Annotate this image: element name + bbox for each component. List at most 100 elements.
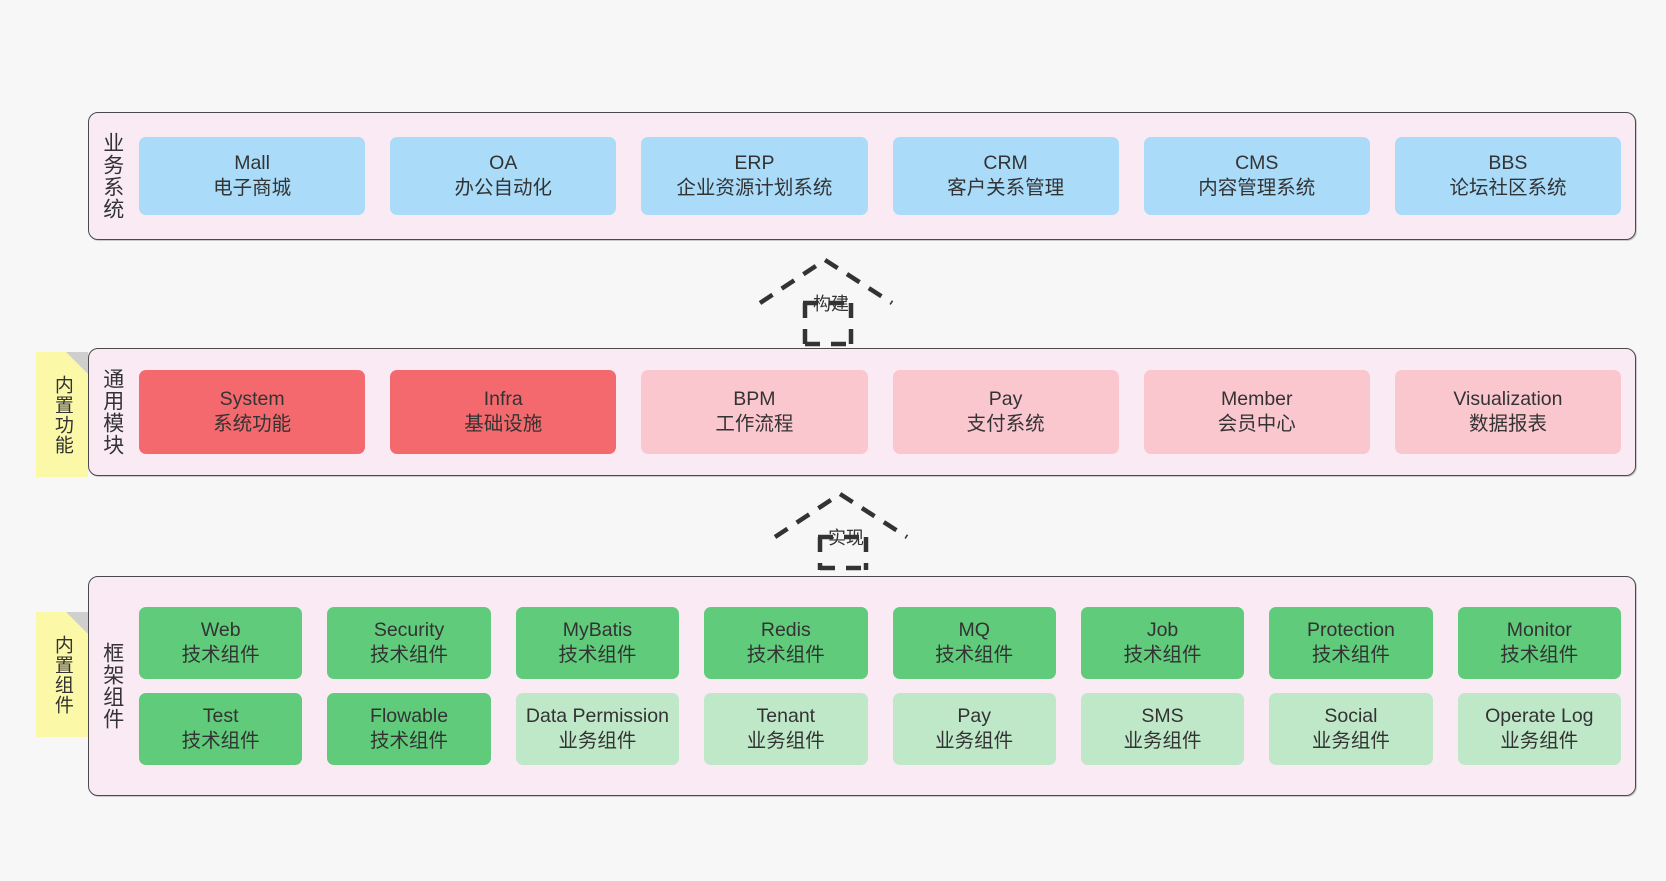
card-subtitle: 业务组件	[1123, 730, 1202, 752]
layer-common-modules-title: 通用模块	[100, 368, 124, 456]
card-subtitle: 会员中心	[1217, 413, 1296, 435]
card-title: CRM	[983, 152, 1028, 175]
card-title: Protection	[1307, 619, 1395, 642]
card-title: MyBatis	[562, 619, 633, 642]
card-redis[interactable]: Redis 技术组件	[704, 607, 868, 679]
card-subtitle: 基础设施	[464, 413, 543, 435]
card-pay-module[interactable]: Pay 支付系统	[892, 370, 1119, 454]
layer-business-systems: 业务系统 Mall 电子商城 OA 办公自动化 ERP 企业资源计划系统 CRM…	[88, 112, 1636, 240]
card-subtitle: 技术组件	[370, 730, 449, 752]
connector-build-label: 构建	[813, 294, 849, 314]
card-title: BBS	[1488, 152, 1528, 175]
card-title: Pay	[957, 705, 991, 728]
card-title: CMS	[1235, 152, 1279, 175]
card-title: Social	[1324, 705, 1378, 728]
card-subtitle: 电子商城	[213, 177, 292, 199]
layer-business-systems-body: Mall 电子商城 OA 办公自动化 ERP 企业资源计划系统 CRM 客户关系…	[135, 113, 1635, 239]
connector-build: 构建	[755, 256, 905, 348]
card-title: Infra	[483, 388, 523, 411]
layer-common-modules: 通用模块 System 系统功能 Infra 基础设施 BPM 工作流程 Pay…	[88, 348, 1636, 476]
card-member[interactable]: Member 会员中心	[1143, 370, 1370, 454]
card-mybatis[interactable]: MyBatis 技术组件	[515, 607, 680, 679]
card-visualization[interactable]: Visualization 数据报表	[1394, 370, 1622, 454]
card-title: Visualization	[1453, 388, 1563, 411]
card-web[interactable]: Web 技术组件	[139, 607, 303, 679]
card-title: Operate Log	[1485, 705, 1594, 728]
layer-framework-components-title: 框架组件	[100, 642, 124, 730]
card-subtitle: 业务组件	[746, 730, 825, 752]
card-title: MQ	[958, 619, 990, 642]
card-bbs[interactable]: BBS 论坛社区系统	[1394, 137, 1622, 215]
dashed-hollow-arrow-up-icon	[758, 257, 894, 347]
card-title: BPM	[733, 388, 776, 411]
card-title: System	[219, 388, 285, 411]
layer-framework-components: 框架组件 Web 技术组件 Security 技术组件 MyBatis 技术组件…	[88, 576, 1636, 796]
card-subtitle: 业务组件	[935, 730, 1014, 752]
card-mall[interactable]: Mall 电子商城	[139, 137, 366, 215]
card-sms[interactable]: SMS 业务组件	[1080, 693, 1245, 765]
card-operate-log[interactable]: Operate Log 业务组件	[1457, 693, 1621, 765]
card-row: System 系统功能 Infra 基础设施 BPM 工作流程 Pay 支付系统…	[139, 370, 1622, 454]
card-test[interactable]: Test 技术组件	[139, 693, 303, 765]
card-title: Redis	[760, 619, 811, 642]
card-infra[interactable]: Infra 基础设施	[390, 370, 617, 454]
card-subtitle: 办公自动化	[454, 177, 553, 199]
card-social[interactable]: Social 业务组件	[1269, 693, 1433, 765]
card-subtitle: 业务组件	[1500, 730, 1579, 752]
card-subtitle: 业务组件	[558, 730, 637, 752]
card-title: Member	[1221, 388, 1293, 411]
layer-business-systems-title: 业务系统	[100, 132, 124, 220]
card-subtitle: 企业资源计划系统	[676, 177, 833, 199]
card-bpm[interactable]: BPM 工作流程	[641, 370, 868, 454]
dashed-hollow-arrow-up-icon	[773, 491, 909, 571]
card-tenant[interactable]: Tenant 业务组件	[704, 693, 868, 765]
card-security[interactable]: Security 技术组件	[327, 607, 491, 679]
card-subtitle: 客户关系管理	[947, 177, 1065, 199]
layer-common-modules-body: System 系统功能 Infra 基础设施 BPM 工作流程 Pay 支付系统…	[135, 349, 1635, 475]
card-title: Tenant	[756, 705, 816, 728]
card-subtitle: 技术组件	[1500, 644, 1579, 666]
card-subtitle: 业务组件	[1311, 730, 1390, 752]
card-erp[interactable]: ERP 企业资源计划系统	[641, 137, 868, 215]
card-crm[interactable]: CRM 客户关系管理	[892, 137, 1119, 215]
card-cms[interactable]: CMS 内容管理系统	[1143, 137, 1370, 215]
card-title: Test	[202, 705, 239, 728]
card-title: Flowable	[370, 705, 449, 728]
layer-framework-components-body: Web 技术组件 Security 技术组件 MyBatis 技术组件 Redi…	[135, 577, 1635, 795]
note-fold-corner-icon	[66, 352, 88, 374]
card-subtitle: 技术组件	[558, 644, 637, 666]
card-title: ERP	[734, 152, 775, 175]
card-title: Mall	[234, 152, 270, 175]
card-oa[interactable]: OA 办公自动化	[390, 137, 617, 215]
card-subtitle: 论坛社区系统	[1449, 177, 1567, 199]
note-builtin-components: 内置组件	[36, 612, 88, 737]
card-subtitle: 系统功能	[213, 413, 292, 435]
card-mq[interactable]: MQ 技术组件	[892, 607, 1056, 679]
card-protection[interactable]: Protection 技术组件	[1269, 607, 1433, 679]
note-fold-corner-icon	[66, 612, 88, 634]
card-subtitle: 内容管理系统	[1198, 177, 1316, 199]
card-title: Web	[200, 619, 241, 642]
card-title: Pay	[988, 388, 1023, 411]
card-monitor[interactable]: Monitor 技术组件	[1457, 607, 1621, 679]
card-title: SMS	[1141, 705, 1184, 728]
card-system[interactable]: System 系统功能	[139, 370, 366, 454]
card-data-permission[interactable]: Data Permission 业务组件	[515, 693, 680, 765]
card-subtitle: 技术组件	[746, 644, 825, 666]
card-flowable[interactable]: Flowable 技术组件	[327, 693, 491, 765]
card-pay-component[interactable]: Pay 业务组件	[892, 693, 1056, 765]
card-job[interactable]: Job 技术组件	[1080, 607, 1245, 679]
note-label: 内置组件	[51, 634, 73, 715]
card-subtitle: 技术组件	[1123, 644, 1202, 666]
card-row: Mall 电子商城 OA 办公自动化 ERP 企业资源计划系统 CRM 客户关系…	[139, 137, 1622, 215]
card-title: Monitor	[1506, 619, 1572, 642]
card-subtitle: 技术组件	[181, 730, 260, 752]
note-label: 内置功能	[51, 374, 73, 455]
card-subtitle: 技术组件	[1311, 644, 1390, 666]
card-title: Data Permission	[525, 705, 669, 728]
connector-implement: 实现	[770, 490, 920, 572]
card-title: Security	[373, 619, 445, 642]
card-subtitle: 技术组件	[935, 644, 1014, 666]
card-row-technical: Web 技术组件 Security 技术组件 MyBatis 技术组件 Redi…	[139, 607, 1621, 679]
